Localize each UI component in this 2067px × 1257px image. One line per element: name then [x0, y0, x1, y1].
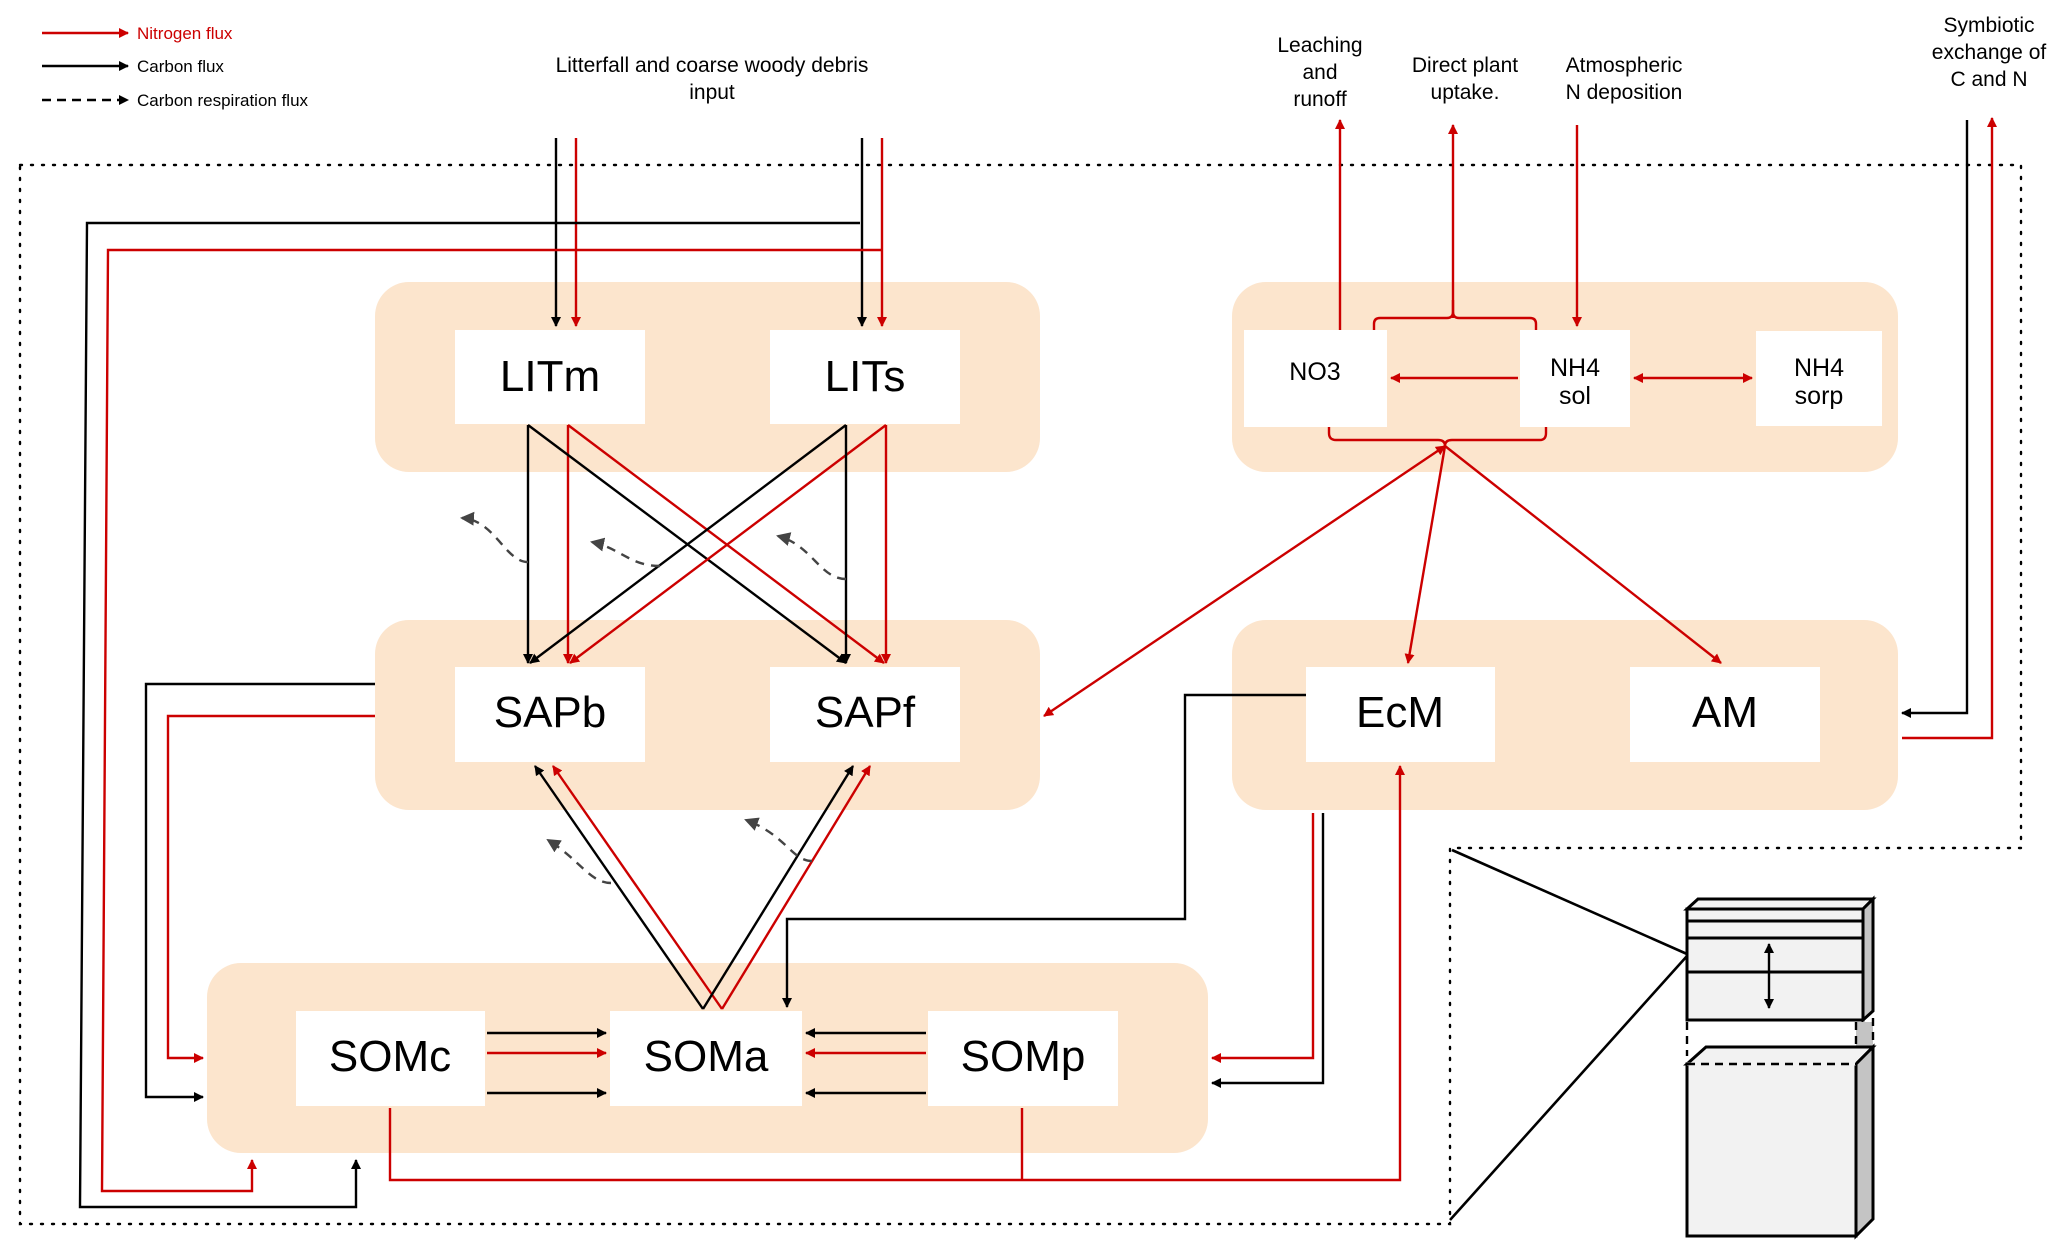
- deposition-label-line2: N deposition: [1566, 81, 1683, 104]
- nh4-sol-label-line1: NH4: [1550, 354, 1600, 382]
- mineral-n-sapf-exchange: [1043, 445, 1446, 717]
- pool-no3[interactable]: NO3: [1244, 330, 1387, 427]
- pool-sapf[interactable]: SAPf: [770, 667, 960, 762]
- sapf-label: SAPf: [815, 688, 916, 737]
- litter-panel: [375, 282, 1040, 472]
- zoom-line-bottom: [1449, 955, 1688, 1221]
- pool-am[interactable]: AM: [1630, 667, 1820, 762]
- pool-litm[interactable]: LITm: [455, 330, 645, 424]
- litm-nitrogen-to-sapf: [567, 424, 885, 664]
- somp-box: [928, 1011, 1118, 1106]
- model-boundary-frame: [18, 163, 2023, 1226]
- leaching-label-line2: and: [1302, 61, 1337, 84]
- symbiotic-nitrogen-output: [1902, 117, 1997, 740]
- legend-respiration-label: Carbon respiration flux: [137, 91, 309, 110]
- soma-nitrogen-to-sapb: [552, 765, 723, 1010]
- symbiotic-label-line3: C and N: [1950, 68, 2027, 91]
- soma-carbon-to-sapf: [701, 765, 855, 1010]
- lits-nitrogen-to-sapb: [569, 424, 887, 664]
- flux-arrows: [78, 117, 1997, 1209]
- soma-box: [610, 1011, 802, 1106]
- leaching-label-line1: Leaching: [1277, 34, 1362, 57]
- no3-label: NO3: [1289, 358, 1340, 386]
- sapb-box: [455, 667, 645, 762]
- legend-carbon-label: Carbon flux: [137, 57, 224, 76]
- nh4-sorp-label-line1: NH4: [1794, 354, 1844, 382]
- litter-carbon-bypass-to-som: [78, 221, 860, 1209]
- lits-label: LITs: [825, 352, 906, 401]
- soma-nitrogen-to-sapf: [720, 765, 872, 1010]
- somc-box: [296, 1011, 485, 1106]
- symbiotic-label-line2: exchange of: [1932, 41, 2047, 64]
- lower-bracket: [1327, 427, 1548, 447]
- pool-nh4-sol[interactable]: NH4 sol: [1520, 330, 1630, 427]
- sapf-box: [770, 667, 960, 762]
- pool-nh4-sorp[interactable]: NH4 sorp: [1756, 331, 1882, 426]
- mineral-n-to-am: [1444, 445, 1722, 664]
- litterfall-label-line1: Litterfall and coarse woody debris: [556, 54, 869, 77]
- soma-carbon-to-sapb: [534, 765, 704, 1010]
- litterfall-label-line2: input: [689, 81, 735, 104]
- pool-ecm[interactable]: EcM: [1306, 667, 1495, 762]
- external-labels: Litterfall and coarse woody debris input…: [556, 14, 2047, 111]
- ecm-carbon-turnover-to-som: [1211, 813, 1325, 1088]
- plant-uptake-label-line2: uptake.: [1431, 81, 1500, 104]
- legend-nitrogen: Nitrogen flux: [42, 24, 233, 43]
- som-nitrogen-to-ecm: [388, 765, 1405, 1182]
- legend-respiration: Carbon respiration flux: [42, 91, 309, 110]
- nh4-sol-box: [1520, 330, 1630, 427]
- no3-box: [1244, 330, 1387, 427]
- nh4-sol-label-line2: sol: [1559, 382, 1591, 410]
- deposition-label-line1: Atmospheric: [1566, 54, 1683, 77]
- respiration-soma-sapf: [744, 817, 813, 863]
- respiration-litm-sapb: [460, 511, 529, 564]
- pool-somp[interactable]: SOMp: [928, 1011, 1118, 1106]
- symbiotic-label-line1: Symbiotic: [1943, 14, 2034, 37]
- sapb-label: SAPb: [494, 688, 607, 737]
- somp-label: SOMp: [961, 1032, 1086, 1081]
- sap-nitrogen-to-som: [166, 714, 375, 1063]
- pool-lits[interactable]: LITs: [770, 330, 960, 424]
- am-box: [1630, 667, 1820, 762]
- lower-block-side: [1854, 1043, 1875, 1240]
- am-label: AM: [1692, 688, 1758, 737]
- nh4-sorp-box: [1756, 331, 1882, 426]
- sap-carbon-to-som: [144, 682, 375, 1102]
- respiration-cross-flux: [590, 537, 661, 568]
- respiration-soma-sapb: [546, 838, 612, 885]
- lits-carbon-to-sapb: [529, 424, 847, 664]
- somc-label: SOMc: [329, 1032, 451, 1081]
- ecm-label: EcM: [1356, 688, 1444, 737]
- mineral-n-to-ecm: [1404, 445, 1447, 664]
- ecm-nitrogen-turnover-to-som: [1211, 813, 1315, 1063]
- lits-box: [770, 330, 960, 424]
- pool-somc[interactable]: SOMc: [296, 1011, 485, 1106]
- litm-box: [455, 330, 645, 424]
- lower-block-front: [1685, 1062, 1858, 1238]
- legend: Nitrogen flux Carbon flux Carbon respira…: [42, 24, 309, 110]
- litm-label: LITm: [500, 352, 600, 401]
- plant-uptake-label-line1: Direct plant: [1412, 54, 1518, 77]
- nh4-sorp-label-line2: sorp: [1795, 382, 1844, 410]
- zoom-line-top: [1451, 848, 1688, 956]
- soma-label: SOMa: [644, 1032, 769, 1081]
- upper-block-front: [1685, 907, 1865, 1022]
- litter-nitrogen-bypass-to-som: [100, 248, 882, 1193]
- soil-column-graphic: [1449, 848, 1877, 1240]
- pool-soma[interactable]: SOMa: [610, 1011, 802, 1106]
- legend-nitrogen-label: Nitrogen flux: [137, 24, 233, 43]
- symbiotic-carbon-input: [1901, 120, 1969, 718]
- lower-block-top: [1683, 1045, 1877, 1066]
- legend-carbon: Carbon flux: [42, 57, 224, 76]
- respiration-lits-sapf: [776, 532, 847, 581]
- pool-sapb[interactable]: SAPb: [455, 667, 645, 762]
- leaching-label-line3: runoff: [1293, 88, 1346, 111]
